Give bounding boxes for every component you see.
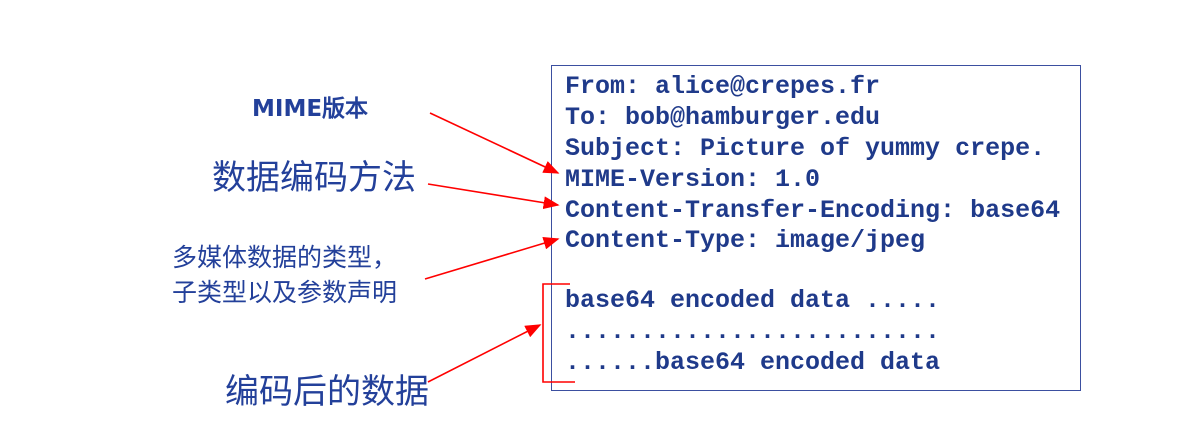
message-header-transfer-encoding: Content-Transfer-Encoding: base64 [565,196,1061,225]
message-header-mime-version: MIME-Version: 1.0 [565,165,821,194]
arrow-content-type [424,237,560,280]
message-header-from: From: alice@crepes.fr [565,72,881,101]
arrow-encoded-data [427,324,542,383]
label-content-type: 多媒体数据的类型， 子类型以及参数声明 [172,240,397,310]
message-header-subject: Subject: Picture of yummy crepe. [565,134,1046,163]
label-encoded-data: 编码后的数据 [225,372,429,412]
encoded-data-bracket [542,283,575,383]
label-content-type-line2: 子类型以及参数声明 [172,278,398,307]
label-encoding-method: 数据编码方法 [212,158,416,198]
mime-message-box [551,65,1081,391]
label-mime-version: MIME版本 [252,96,369,122]
arrow-encoding-method [427,183,560,210]
message-header-to: To: bob@hamburger.edu [565,103,881,132]
message-body-line: ......base64 encoded data [565,348,941,377]
message-header-content-type: Content-Type: image/jpeg [565,226,926,255]
arrow-mime-version [429,112,560,174]
message-body-line: base64 encoded data ..... [565,286,941,315]
message-body-line: ......................... [565,317,941,346]
label-content-type-line1: 多媒体数据的类型， [172,243,398,272]
